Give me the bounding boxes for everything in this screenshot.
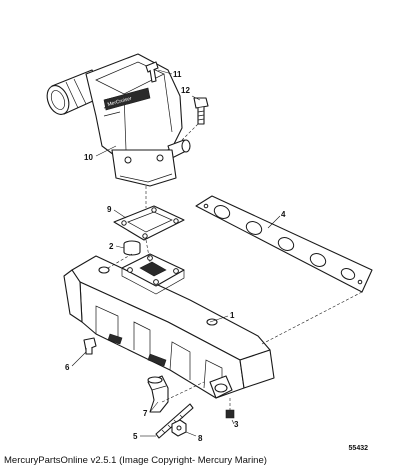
callout-5: 5 bbox=[133, 432, 156, 441]
callout-label-4: 4 bbox=[281, 210, 286, 219]
elbow-gasket[interactable] bbox=[113, 205, 185, 241]
callout-label-11: 11 bbox=[173, 70, 182, 79]
callout-label-10: 10 bbox=[84, 153, 93, 162]
callout-9: 9 bbox=[107, 205, 127, 219]
manifold-gasket[interactable] bbox=[195, 195, 373, 293]
bolt-11[interactable] bbox=[145, 61, 159, 83]
callout-12: 12 bbox=[181, 86, 201, 101]
assembly-line-manifold-gasket bbox=[261, 291, 363, 345]
callout-label-8: 8 bbox=[198, 434, 203, 443]
drain-fitting[interactable] bbox=[83, 337, 97, 355]
bolt-12[interactable] bbox=[193, 97, 209, 125]
exhaust-manifold[interactable] bbox=[63, 253, 275, 399]
callout-label-5: 5 bbox=[133, 432, 138, 441]
callout-4: 4 bbox=[267, 210, 286, 229]
exhaust-elbow[interactable]: MerCruiser bbox=[43, 53, 191, 187]
callout-11: 11 bbox=[157, 69, 182, 79]
figure-number: 55432 bbox=[348, 445, 368, 452]
callout-8: 8 bbox=[185, 431, 203, 443]
pipe-plug[interactable] bbox=[123, 240, 141, 256]
callout-label-12: 12 bbox=[181, 86, 190, 95]
callout-label-3: 3 bbox=[234, 420, 239, 429]
callout-label-2: 2 bbox=[109, 242, 114, 251]
drain-plug[interactable] bbox=[225, 409, 235, 419]
callout-2: 2 bbox=[109, 242, 125, 251]
assembly-line-elbow7 bbox=[161, 381, 205, 403]
assembly-line-gasket bbox=[145, 239, 151, 263]
hex-nut[interactable] bbox=[171, 419, 187, 437]
callout-10: 10 bbox=[84, 145, 117, 162]
callout-1: 1 bbox=[209, 311, 235, 323]
callout-label-1: 1 bbox=[230, 311, 235, 320]
callout-7: 7 bbox=[143, 401, 159, 418]
assembly-line-bolt12 bbox=[181, 123, 199, 141]
mounting-stud[interactable] bbox=[155, 403, 194, 439]
callout-label-7: 7 bbox=[143, 409, 148, 418]
copyright-caption: MercuryPartsOnline v2.5.1 (Image Copyrig… bbox=[4, 455, 267, 466]
callout-label-6: 6 bbox=[65, 363, 70, 372]
callout-3: 3 bbox=[231, 419, 239, 429]
callout-6: 6 bbox=[65, 351, 87, 372]
hose-elbow-fitting[interactable] bbox=[147, 375, 169, 413]
callout-label-9: 9 bbox=[107, 205, 112, 214]
